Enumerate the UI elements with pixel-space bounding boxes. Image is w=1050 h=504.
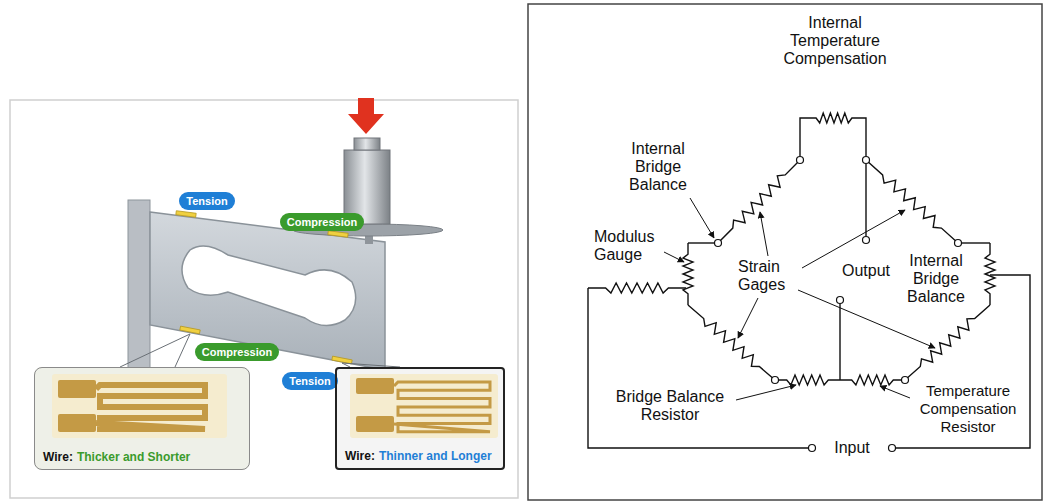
resistor-symbol <box>840 375 905 385</box>
strain-gauge <box>332 356 352 364</box>
terminal <box>889 445 896 452</box>
gauge-pad <box>58 380 96 398</box>
leader-arrow <box>738 298 758 338</box>
resistor-symbol <box>718 160 800 243</box>
gauge-foil <box>394 382 490 432</box>
resistor-symbol <box>985 243 995 305</box>
strain-state-tag: Compression <box>195 343 279 361</box>
leader-arrow <box>736 385 796 400</box>
terminal <box>772 377 779 384</box>
component-label: Strain Gages <box>738 258 802 294</box>
terminal <box>902 377 909 384</box>
gauge-pad <box>58 414 96 432</box>
component-label: Bridge Balance Resistor <box>604 388 736 424</box>
foil-grid <box>96 385 205 429</box>
component-label: Temperature Compensation Resistor <box>912 382 1024 436</box>
leader-arrow <box>690 198 714 238</box>
resistor-symbol <box>688 305 775 380</box>
caption-text: Thinner and Longer <box>379 449 492 463</box>
leader-arrow <box>760 212 768 256</box>
panel <box>10 100 518 498</box>
tag-text: Tension <box>289 375 330 387</box>
gauge-foil <box>96 385 205 429</box>
resistor-symbol <box>905 305 990 380</box>
caption-key: Wire: <box>345 449 375 463</box>
terminal <box>863 237 870 244</box>
strain-state-tag: Tension <box>282 372 337 390</box>
resistor-symbol <box>866 160 958 243</box>
leader-line <box>120 334 190 367</box>
gauge-backing <box>350 374 498 438</box>
strain-state-tag: Compression <box>280 213 364 231</box>
force-arrow <box>348 98 384 134</box>
detail-inset: Wire: Thinner and Longer <box>335 367 505 470</box>
caption-text: Thicker and Shorter <box>77 450 190 464</box>
wall <box>128 200 150 376</box>
gauge-pad <box>356 416 394 432</box>
beam-cutout <box>182 246 356 326</box>
component-label: Internal Bridge Balance <box>616 140 700 194</box>
terminal <box>837 297 844 304</box>
leader-arrow <box>880 386 910 398</box>
terminal <box>809 445 816 452</box>
wire <box>958 242 990 243</box>
strain-gauge <box>328 231 348 238</box>
foil-grid <box>394 382 490 432</box>
resistor-symbol <box>775 375 840 385</box>
inset-ground <box>34 367 250 470</box>
component-label: Input <box>826 439 878 457</box>
resistor-symbol <box>588 283 686 293</box>
component-label: Modulus Gauge <box>594 228 666 264</box>
detail-inset: Wire: Thicker and Shorter <box>34 367 250 470</box>
inset-ground <box>335 367 505 470</box>
wire <box>800 118 866 156</box>
leader-arrow <box>664 252 684 262</box>
strain-gauge <box>180 326 200 334</box>
terminal <box>955 240 962 247</box>
strain-gauge <box>176 211 196 218</box>
resistor-symbol <box>683 243 693 305</box>
panel <box>528 4 1042 500</box>
terminal <box>863 157 870 164</box>
weight-knob <box>354 138 380 150</box>
leader-arrow <box>802 210 905 268</box>
caption-key: Wire: <box>43 450 73 464</box>
tag-text: Tension <box>186 195 227 207</box>
tag-text: Compression <box>202 346 272 358</box>
component-label: Internal Bridge Balance <box>894 252 978 306</box>
terminal <box>797 157 804 164</box>
wire <box>688 242 718 243</box>
strain-state-tag: Tension <box>179 192 234 210</box>
component-label: Internal Temperature Compensation <box>775 14 895 68</box>
gauge-pad <box>356 378 394 394</box>
component-label: Output <box>842 262 898 280</box>
resistor-symbol <box>806 113 862 123</box>
terminal <box>715 240 722 247</box>
tag-text: Compression <box>287 216 357 228</box>
gauge-backing <box>52 374 227 438</box>
